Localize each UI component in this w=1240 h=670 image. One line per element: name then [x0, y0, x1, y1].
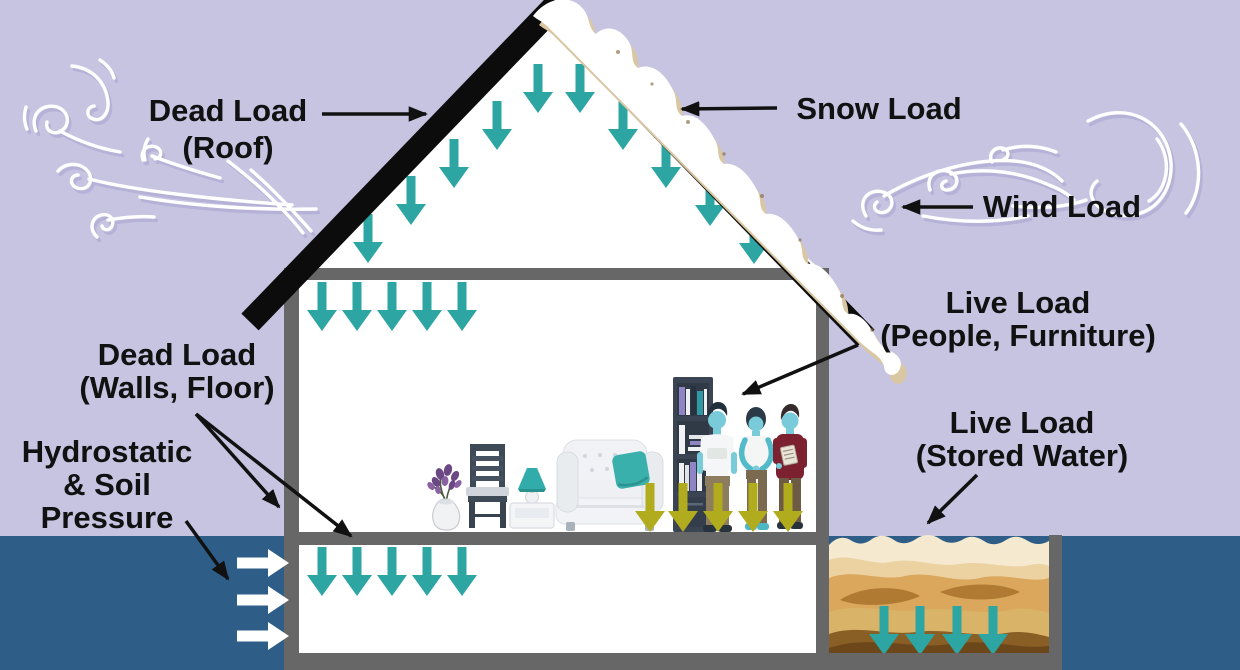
sofa-cushion: [612, 451, 650, 489]
pointer-arrows: [184, 101, 979, 581]
label-line: Pressure: [40, 500, 174, 535]
stored-water-tank: [829, 535, 1049, 653]
label-line: (Walls, Floor): [79, 370, 275, 405]
flower-vase: [427, 464, 462, 531]
label-line: (Stored Water): [915, 438, 1129, 473]
sofa: [555, 439, 664, 531]
floor-beam: [284, 532, 829, 545]
dead-load-floor-pointer: [194, 412, 353, 538]
label-wind-load: Wind Load: [983, 190, 1141, 223]
label-dead-load-roof: Dead Load (Roof): [149, 92, 307, 166]
label-line: Live Load: [945, 285, 1091, 320]
label-line: (People, Furniture): [880, 318, 1156, 353]
live-load-people-pointer: [741, 343, 859, 396]
label-line: & Soil: [63, 467, 151, 502]
label-line: Wind Load: [982, 189, 1142, 224]
snow-speckles: [616, 50, 874, 332]
hydrostatic-pressure-arrows: [237, 549, 289, 650]
foundation-slab: [284, 653, 1062, 670]
label-line: Hydrostatic: [21, 434, 193, 469]
attic-gable: [292, 28, 820, 269]
live-load-water-pointer: [926, 473, 979, 525]
label-line: (Roof): [182, 130, 274, 165]
left-wall: [284, 268, 299, 667]
label-live-load-stored-water: Live Load (Stored Water): [916, 406, 1128, 472]
label-line: Dead Load: [97, 337, 257, 372]
label-line: Dead Load: [148, 93, 308, 128]
basement-room: [299, 545, 816, 653]
label-snow-load: Snow Load: [796, 92, 961, 125]
snow-load-pointer: [680, 101, 778, 117]
house-structure: [284, 28, 1062, 670]
label-line: Live Load: [949, 405, 1095, 440]
ceiling-beam: [284, 268, 829, 280]
snow-blanket: [533, 0, 907, 384]
hydrostatic-pointer: [184, 519, 230, 581]
label-hydrostatic-soil-pressure: Hydrostatic & Soil Pressure: [22, 435, 193, 534]
side-table-and-lamp: [509, 468, 555, 529]
chair: [466, 444, 509, 528]
label-dead-load-walls-floor: Dead Load (Walls, Floor): [79, 338, 274, 404]
label-live-load-people: Live Load (People, Furniture): [880, 286, 1156, 352]
label-line: Snow Load: [796, 91, 962, 126]
tank-right-wall: [1049, 535, 1062, 667]
right-wall: [816, 268, 829, 667]
dead-load-wall-pointer: [194, 412, 281, 509]
